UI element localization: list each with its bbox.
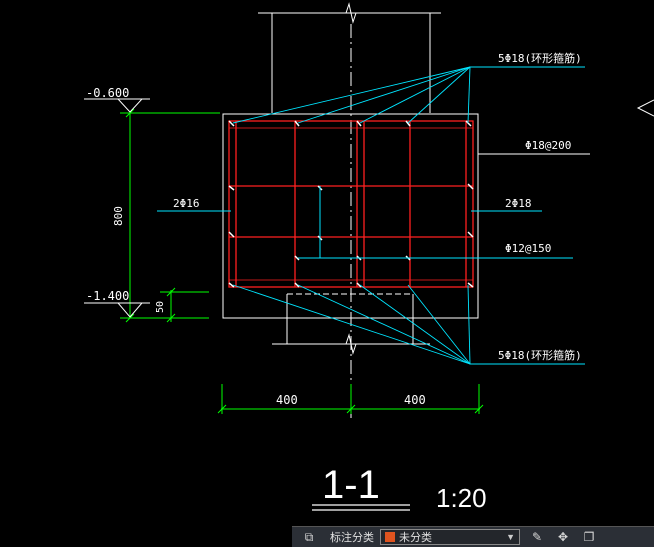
left-side-bars-label: 2Φ16 <box>173 197 200 210</box>
cover-dimension-label: 50 <box>155 301 166 313</box>
bottom-bars-label: 5Φ18(环形箍筋) <box>498 348 582 362</box>
vertical-dimension <box>120 108 220 323</box>
layer-icon[interactable]: ⧉ <box>304 529 314 544</box>
top-bars-label: 5Φ18(环形箍筋) <box>498 51 582 65</box>
elevation-marker-bottom <box>84 302 150 318</box>
rebar-cage <box>228 120 474 288</box>
section-outline <box>222 113 479 319</box>
section-title: 1-1 <box>322 463 380 507</box>
height-dimension-label: 800 <box>112 206 125 226</box>
column-stub-top <box>258 2 441 113</box>
tie-bar <box>300 186 321 259</box>
annotation-category-label: 标注分类 <box>330 532 374 544</box>
annotation-category-select[interactable]: 未分类 ▼ <box>380 529 520 545</box>
horizontal-dimension <box>217 384 484 414</box>
elevation-top-label: -0.600 <box>86 86 129 100</box>
tie-label: Φ12@150 <box>505 242 551 255</box>
width-right-label: 400 <box>404 393 426 407</box>
category-color-swatch <box>385 532 395 542</box>
category-select-value: 未分类 <box>399 532 432 544</box>
offscreen-marker <box>636 99 654 117</box>
edit-icon[interactable]: ✎ <box>531 530 543 544</box>
chevron-down-icon: ▼ <box>506 532 515 542</box>
annotation-toolbar: ⧉ 标注分类 未分类 ▼ ✎ ✥ ❐ <box>292 526 654 547</box>
right-side-bars-label: 2Φ18 <box>505 197 532 210</box>
leader-lines <box>157 66 585 365</box>
width-left-label: 400 <box>276 393 298 407</box>
move-icon[interactable]: ✥ <box>557 530 569 544</box>
copy-icon[interactable]: ❐ <box>583 530 595 544</box>
elevation-bottom-label: -1.400 <box>86 289 129 303</box>
column-stub-bottom <box>272 293 430 355</box>
stirrup-label: Φ18@200 <box>525 139 571 152</box>
elevation-marker-top <box>84 98 150 113</box>
drawing-scale: 1:20 <box>436 483 487 513</box>
